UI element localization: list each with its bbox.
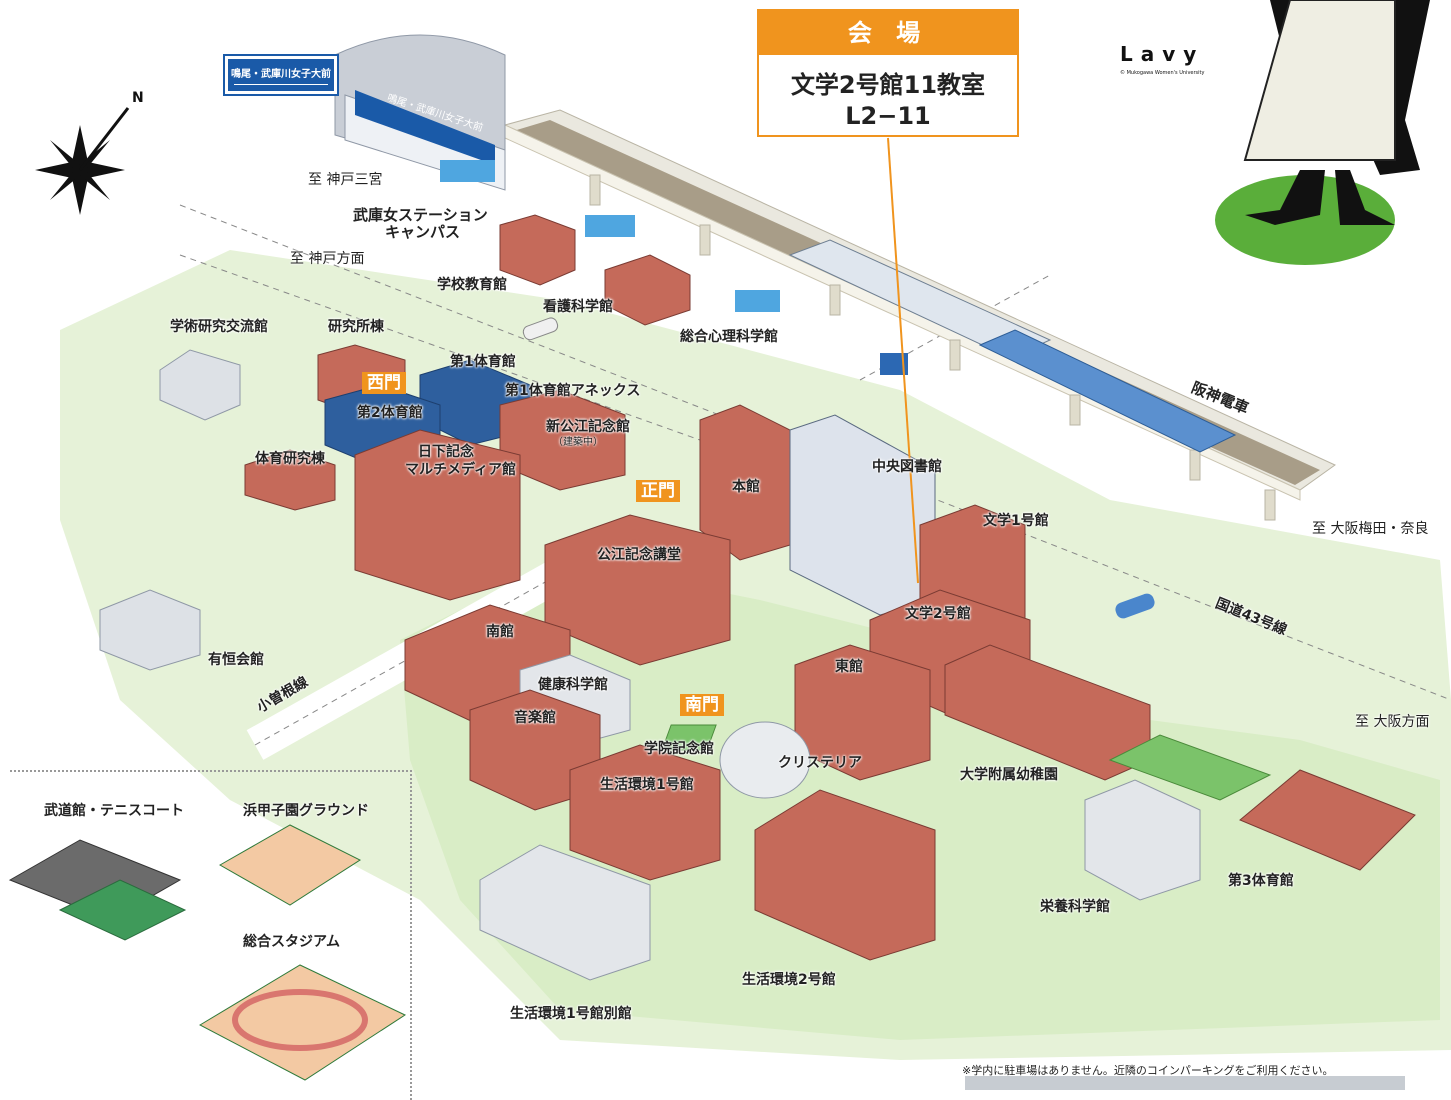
gate-main: 正門 <box>636 480 680 503</box>
living1-building <box>569 744 721 881</box>
gakuin-kinen-building <box>719 721 811 799</box>
green-field <box>1108 734 1272 801</box>
label-nursing: 看護科学館 <box>543 299 613 315</box>
station-sign-text: 鳴尾・武庫川女子大前 <box>231 69 331 80</box>
parking-map-strip <box>965 1076 1405 1090</box>
venue-room-code: L2−11 <box>845 102 931 130</box>
label-school-education: 学校教育館 <box>437 277 507 293</box>
label-living1: 生活環境1号館 <box>600 777 694 793</box>
gym3-building <box>1239 769 1416 871</box>
label-psych: 総合心理科学館 <box>680 329 778 345</box>
label-gym2: 第2体育館 <box>357 405 423 421</box>
pe-research-building <box>244 449 336 511</box>
label-new-kinen: 新公江記念館 <box>546 419 630 435</box>
living1-annex-building <box>479 844 651 981</box>
label-to-kobe: 至 神戸方面 <box>290 251 365 267</box>
label-health: 健康科学館 <box>538 677 608 693</box>
label-yukoukaikan: 有恒会館 <box>208 652 264 668</box>
label-music: 音楽館 <box>514 710 556 726</box>
label-kusaka-1: 日下記念 <box>418 444 474 460</box>
bus <box>880 353 908 375</box>
gate-south: 南門 <box>680 694 724 717</box>
academic-exchange-building <box>159 349 241 421</box>
hamakoshien-ground <box>218 824 362 906</box>
label-hamakoshien: 浜甲子園グラウンド <box>243 803 369 819</box>
train-blue <box>978 329 1237 453</box>
label-gym1-annex: 第1体育館アネックス <box>505 383 641 399</box>
label-living1-annex: 生活環境1号館別館 <box>510 1006 632 1022</box>
venue-leader-line <box>887 137 919 584</box>
label-stadium: 総合スタジアム <box>243 934 341 950</box>
route43-dash <box>179 204 1451 701</box>
car-blue <box>1115 593 1155 619</box>
living2-building <box>754 789 936 961</box>
label-kinen-hall: 公江記念講堂 <box>597 547 681 563</box>
label-research: 研究所棟 <box>328 319 384 335</box>
campus-lawn-inner <box>400 560 1440 1040</box>
label-cafeteria: クリステリア <box>778 755 862 771</box>
stadium-ground <box>198 964 407 1081</box>
label-station-campus-1: 武庫女ステーション <box>353 206 488 224</box>
label-to-osaka-umeda: 至 大阪梅田・奈良 <box>1312 521 1429 537</box>
label-kusaka-2: マルチメディア館 <box>405 462 517 478</box>
label-nutrition: 栄養科学館 <box>1040 899 1110 915</box>
compass-north-text: N <box>132 90 144 106</box>
label-station-campus-2: キャンパス <box>385 223 461 241</box>
label-gym1: 第1体育館 <box>450 354 516 370</box>
station-glass <box>440 160 780 312</box>
venue-callout: 会 場 文学2号館11教室 L2−11 <box>757 9 1019 137</box>
stadium-track <box>232 989 368 1051</box>
label-living2: 生活環境2号館 <box>742 972 836 988</box>
label-lit2: 文学2号館 <box>905 606 971 622</box>
label-kindergarten: 大学附属幼稚園 <box>960 767 1058 783</box>
yukoukaikan-building <box>99 589 201 671</box>
mascot-illustration <box>1215 0 1430 265</box>
offsite-facilities-inset <box>10 770 412 1100</box>
viaduct-pillars <box>589 174 1276 521</box>
nursing-building <box>604 254 691 326</box>
parking-note: ※学内に駐車場はありません。近隣のコインパーキングをご利用ください。 <box>962 1064 1334 1077</box>
kobe-dash <box>179 254 701 441</box>
label-academic-exchange: 学術研究交流館 <box>170 319 268 335</box>
nutrition-building <box>1084 779 1201 901</box>
label-nankan: 南館 <box>486 624 514 640</box>
school-education-building <box>499 214 576 286</box>
label-budokan: 武道館・テニスコート <box>44 803 184 819</box>
kindergarten-yard <box>661 724 717 751</box>
kusaka-multimedia-building <box>354 429 521 601</box>
label-gym3: 第3体育館 <box>1228 873 1294 889</box>
venue-room-name: 文学2号館11教室 <box>790 71 986 99</box>
mascot-credit: © Mukogawa Women's University <box>1120 70 1205 76</box>
gate-west: 西門 <box>362 372 406 395</box>
car-white <box>522 317 559 341</box>
label-to-osaka: 至 大阪方面 <box>1355 714 1430 730</box>
mascot-name: Lavy <box>1120 42 1205 66</box>
venue-header: 会 場 <box>759 11 1017 55</box>
label-east: 東館 <box>835 659 863 675</box>
label-lit1: 文学1号館 <box>983 513 1049 529</box>
label-to-kobe-sannomiya: 至 神戸三宮 <box>308 172 383 188</box>
label-pe-research: 体育研究棟 <box>255 451 325 467</box>
label-honkan: 本館 <box>732 479 760 495</box>
tennis-court <box>58 879 187 941</box>
buildings <box>8 214 1416 1081</box>
label-library: 中央図書館 <box>872 459 942 475</box>
label-under-construction: （建築中） <box>553 437 603 448</box>
station-sign-board <box>355 90 495 165</box>
label-gakuin: 学院記念館 <box>644 741 714 757</box>
compass-icon: N <box>35 90 144 215</box>
station-sign: 鳴尾・武庫川女子大前 <box>223 54 339 96</box>
train-white <box>788 239 1052 359</box>
